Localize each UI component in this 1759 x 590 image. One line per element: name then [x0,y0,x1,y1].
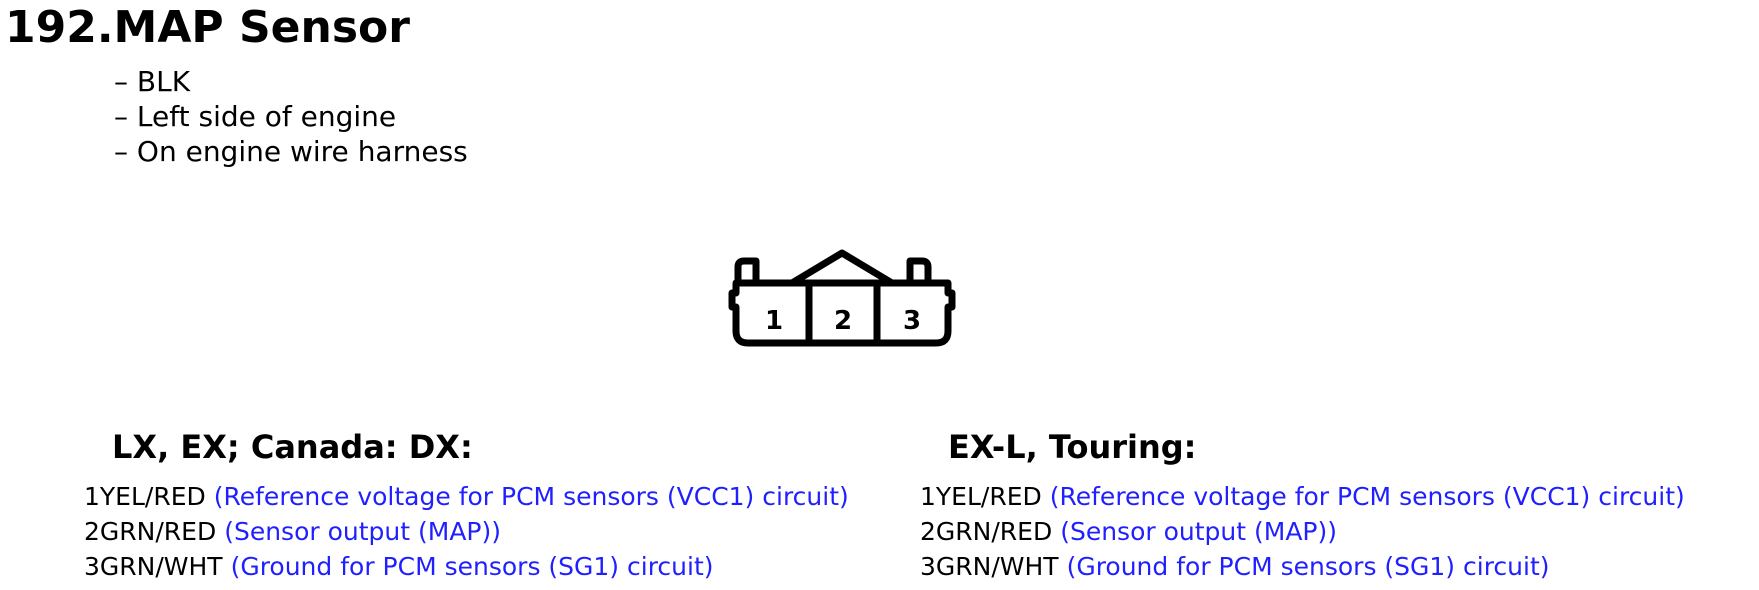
variant-heading: EX-L, Touring: [948,428,1197,466]
pin-description: (Sensor output (MAP)) [1060,517,1338,546]
pin-wire-color: YEL/RED [935,482,1042,511]
pin-row: 3GRN/WHT(Ground for PCM sensors (SG1) ci… [84,549,849,584]
pin-list: 1YEL/RED(Reference voltage for PCM senso… [84,479,849,584]
pin-label-1: 1 [765,306,783,336]
pin-description: (Ground for PCM sensors (SG1) circuit) [1066,552,1550,581]
pin-wire-color: GRN/WHT [99,552,223,581]
note-location: – Left side of engine [114,100,397,133]
pin-number: 1 [920,482,936,511]
pin-label-3: 3 [903,306,921,336]
pin-description: (Ground for PCM sensors (SG1) circuit) [230,552,714,581]
pin-number: 2 [920,517,936,546]
pin-number: 1 [84,482,100,511]
connector-outline [728,249,956,347]
pin-row: 3GRN/WHT(Ground for PCM sensors (SG1) ci… [920,549,1685,584]
connector-notes: – BLK – Left side of engine – On engine … [114,64,468,169]
pin-number: 3 [84,552,100,581]
pin-list: 1YEL/RED(Reference voltage for PCM senso… [920,479,1685,584]
pin-description: (Reference voltage for PCM sensors (VCC1… [213,482,849,511]
pin-number: 3 [920,552,936,581]
pin-row: 2GRN/RED(Sensor output (MAP)) [920,514,1685,549]
pin-wire-color: GRN/WHT [935,552,1059,581]
pin-wire-color: GRN/RED [99,517,217,546]
pin-wire-color: YEL/RED [99,482,206,511]
note-harness: – On engine wire harness [114,135,468,168]
pin-row: 2GRN/RED(Sensor output (MAP)) [84,514,849,549]
pin-label-2: 2 [834,306,852,336]
page-title: 192.MAP Sensor [5,2,410,53]
pin-description: (Reference voltage for PCM sensors (VCC1… [1049,482,1685,511]
variant-exl-touring: EX-L, Touring: 1YEL/RED(Reference voltag… [920,425,1685,584]
connector-diagram: 1 2 3 [728,249,956,347]
pin-row: 1YEL/RED(Reference voltage for PCM senso… [84,479,849,514]
pin-number: 2 [84,517,100,546]
pin-wire-color: GRN/RED [935,517,1053,546]
pin-row: 1YEL/RED(Reference voltage for PCM senso… [920,479,1685,514]
pin-description: (Sensor output (MAP)) [224,517,502,546]
variant-lx-ex-dx: LX, EX; Canada: DX: 1YEL/RED(Reference v… [84,425,849,584]
note-color: – BLK [114,65,191,98]
variant-heading: LX, EX; Canada: DX: [112,428,473,466]
